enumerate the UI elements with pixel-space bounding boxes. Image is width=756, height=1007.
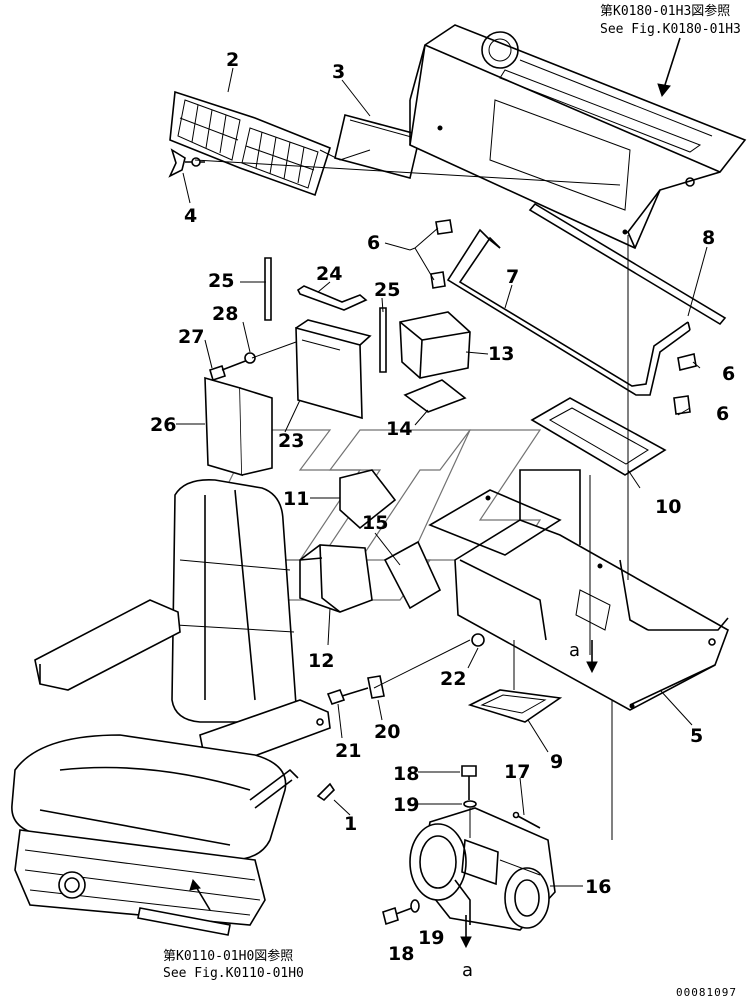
- reference-top-jp: 第K0180-01H3図参照: [600, 3, 730, 19]
- callout-labels: 2 3 4 6 8 7 25 24 25 28 27 13 6 6 26 23 …: [150, 49, 735, 965]
- callout-16: 16: [585, 876, 611, 898]
- callout-1: 1: [344, 813, 357, 835]
- part-19-washer-upper: [463, 800, 477, 808]
- reference-bottom-jp: 第K0110-01H0図参照: [163, 948, 293, 964]
- part-1-pin: [316, 782, 336, 802]
- part-12-duct-box: [299, 544, 373, 613]
- callout-17: 17: [504, 761, 530, 783]
- leader-lines: [176, 67, 708, 887]
- callout-6b: 6: [722, 363, 735, 385]
- callout-19b: 19: [418, 927, 444, 949]
- callout-4: 4: [184, 205, 197, 227]
- callout-9: 9: [550, 751, 563, 773]
- callout-14: 14: [386, 418, 412, 440]
- part-17-pin: [512, 811, 541, 829]
- callout-22: 22: [440, 668, 466, 690]
- arrow-a-top: [586, 640, 598, 674]
- part-6-blocks: [414, 219, 697, 415]
- arrow-top-reference: [657, 37, 681, 98]
- part-15-plate: [383, 540, 442, 610]
- callout-8: 8: [702, 227, 715, 249]
- operator-seat: [11, 478, 331, 936]
- part-27-bolt: [209, 359, 249, 382]
- callout-6a: 6: [367, 232, 380, 254]
- callout-25a: 25: [208, 270, 234, 292]
- callout-23: 23: [278, 430, 304, 452]
- part-11-panel: [339, 469, 397, 530]
- callout-10: 10: [655, 496, 681, 518]
- part-4-wing-bolt: [168, 148, 205, 178]
- callout-18a: 18: [393, 763, 419, 785]
- callout-13: 13: [488, 343, 514, 365]
- reference-bottom-en: See Fig.K0110-01H0: [163, 966, 304, 981]
- callout-26: 26: [150, 414, 176, 436]
- part-14-plate: [403, 379, 467, 413]
- callout-5: 5: [690, 725, 703, 747]
- part-5-duct-housing: [428, 469, 729, 711]
- part-26-cover: [204, 376, 273, 477]
- callout-28: 28: [212, 303, 238, 325]
- part-24-angle: [296, 285, 368, 311]
- part-10-gasket: [530, 397, 667, 476]
- arrow-a-bottom: [460, 915, 472, 949]
- part-9-grille: [467, 689, 563, 723]
- part-28-washer: [244, 352, 256, 364]
- callout-27: 27: [178, 326, 204, 348]
- callout-18b: 18: [388, 943, 414, 965]
- reference-top: 第K0180-01H3図参照 See Fig.K0180-01H3: [600, 3, 741, 37]
- part-16-blower: [409, 807, 556, 931]
- callout-12: 12: [308, 650, 334, 672]
- callout-3: 3: [332, 61, 345, 83]
- reference-bottom: 第K0110-01H0図参照 See Fig.K0110-01H0: [163, 948, 304, 981]
- callout-21: 21: [335, 740, 361, 762]
- callout-25b: 25: [374, 279, 400, 301]
- part-23-bracket: [295, 319, 372, 420]
- callout-11: 11: [283, 488, 309, 510]
- callout-2: 2: [226, 49, 239, 71]
- marker-a-top: a: [569, 640, 580, 661]
- top-duct-cover: [409, 24, 747, 250]
- reference-top-en: See Fig.K0180-01H3: [600, 22, 741, 37]
- part-25-strips: [264, 257, 387, 373]
- part-18-bolt-lower: [382, 906, 413, 926]
- part-19-washer-lower: [410, 899, 420, 913]
- part-18-bolt-upper: [461, 765, 477, 800]
- drawing-number: 00081097: [676, 986, 737, 999]
- part-22-nut: [471, 633, 485, 647]
- callout-19a: 19: [393, 794, 419, 816]
- callout-15: 15: [362, 512, 388, 534]
- callout-6c: 6: [716, 403, 729, 425]
- part-3-filter: [334, 114, 421, 179]
- part-2-vent-grille: [169, 90, 331, 197]
- arrow-bottom-reference: [189, 878, 211, 911]
- part-21-bolt: [326, 687, 369, 705]
- callout-20: 20: [374, 721, 400, 743]
- part-13-box: [399, 311, 471, 379]
- part-7-frame: [446, 228, 691, 396]
- callout-24: 24: [316, 263, 342, 285]
- marker-a-bottom: a: [462, 960, 473, 981]
- callout-7: 7: [506, 266, 519, 288]
